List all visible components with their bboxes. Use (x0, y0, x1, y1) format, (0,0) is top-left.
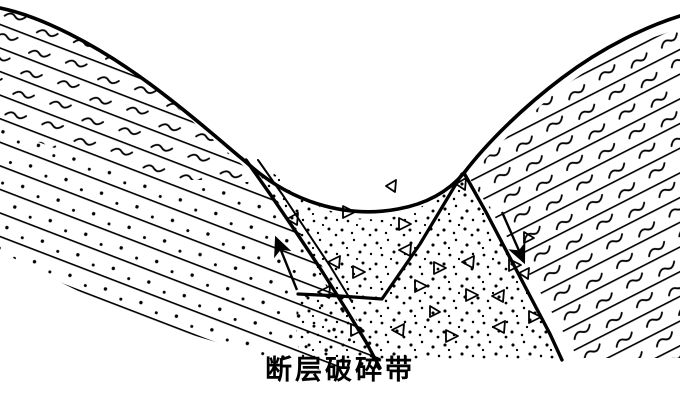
left-slip-arrow-up (274, 235, 299, 291)
fault-slip-arrows (274, 211, 526, 291)
figure-caption: 断层破碎带 (265, 355, 415, 385)
inner-bedrock-wedge-outline (296, 172, 464, 301)
left-fault-plane (244, 158, 382, 370)
left-fault-band-edge (257, 159, 353, 303)
terrain-surface-right (462, 14, 680, 175)
right-slip-arrow-down (500, 211, 526, 265)
right-fault-plane (462, 171, 564, 362)
terrain-surface-left (0, 6, 466, 214)
